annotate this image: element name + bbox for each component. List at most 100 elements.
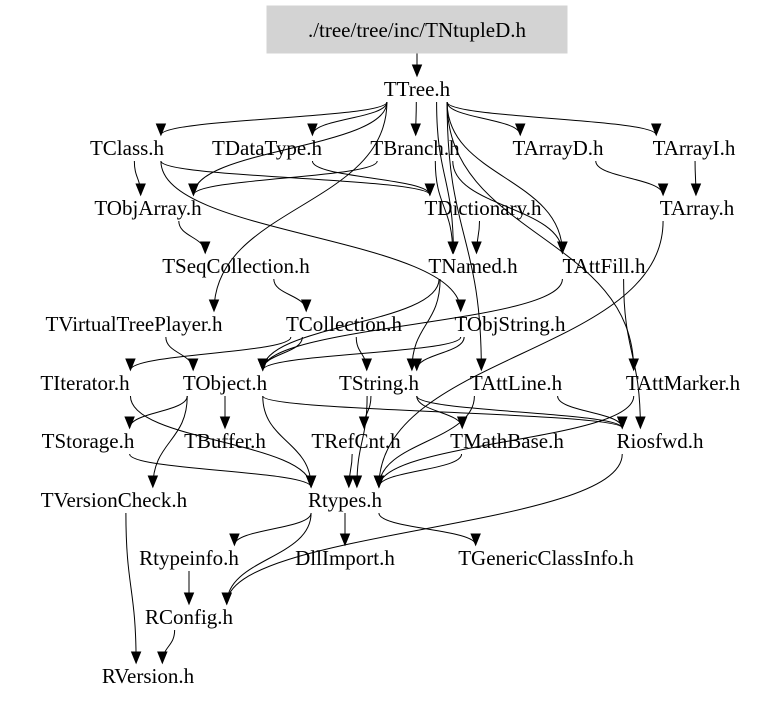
edge-tobjstring-to-tstring — [411, 336, 465, 372]
node-dllimport[interactable]: DllImport.h — [295, 546, 395, 570]
edge-tbranch-to-tnamed — [434, 160, 458, 255]
node-label: TNamed.h — [428, 254, 518, 278]
edge-line — [446, 101, 635, 371]
arrowhead-icon — [221, 592, 233, 606]
arrowhead-icon — [124, 416, 135, 430]
edge-line — [436, 101, 454, 254]
node-tbranch[interactable]: TBranch.h — [370, 136, 460, 160]
node-tarrayi[interactable]: TArrayI.h — [653, 136, 736, 160]
edge-line — [262, 336, 462, 371]
node-label: TObjString.h — [454, 312, 566, 336]
node-tcollection[interactable]: TCollection.h — [286, 312, 403, 336]
edge-tobjstring-to-tobject — [257, 336, 462, 372]
edge-line — [446, 101, 521, 136]
node-tdatatype[interactable]: TDataType.h — [212, 136, 322, 160]
arrowhead-icon — [135, 183, 146, 197]
edge-line — [192, 101, 388, 196]
nodes-layer: ./tree/tree/inc/TNtupleD.hTTree.hTClass.… — [40, 5, 741, 688]
node-label: TString.h — [339, 371, 419, 395]
arrowhead-icon — [219, 416, 231, 430]
node-rtypes[interactable]: Rtypes.h — [308, 488, 383, 512]
node-riosfwd[interactable]: Riosfwd.h — [617, 429, 704, 453]
node-label: RConfig.h — [145, 605, 234, 629]
edge-line — [311, 101, 388, 136]
node-trefcnt[interactable]: TRefCnt.h — [311, 429, 401, 453]
arrowhead-icon — [257, 358, 269, 372]
node-label: TGenericClassInfo.h — [458, 546, 634, 570]
edge-ttree-to-tarrayi — [446, 101, 662, 137]
edge-line — [213, 101, 388, 312]
edge-line — [378, 395, 475, 488]
edge-rtypes-to-tgenericclassinfo — [378, 512, 481, 547]
edge-line — [192, 160, 378, 196]
node-tclass[interactable]: TClass.h — [90, 136, 165, 160]
node-tarrayd[interactable]: TArrayD.h — [512, 136, 604, 160]
node-label: TVersionCheck.h — [41, 488, 188, 512]
edge-line — [378, 220, 664, 488]
edge-ttree-to-tclass — [155, 101, 388, 137]
edge-line — [125, 512, 137, 664]
node-tstring[interactable]: TString.h — [339, 371, 419, 395]
node-label: TAttMarker.h — [626, 371, 741, 395]
arrowhead-icon — [130, 651, 142, 665]
edge-line — [378, 512, 477, 546]
node-root[interactable]: ./tree/tree/inc/TNtupleD.h — [266, 5, 568, 54]
node-tobjstring[interactable]: TObjString.h — [454, 312, 566, 336]
node-tobjarray[interactable]: TObjArray.h — [94, 196, 202, 220]
arrowhead-icon — [514, 123, 526, 137]
node-tmathbase[interactable]: TMathBase.h — [450, 429, 564, 453]
node-label: TVirtualTreePlayer.h — [45, 312, 223, 336]
node-label: TClass.h — [90, 136, 165, 160]
edge-line — [623, 278, 641, 429]
node-tseqcollection[interactable]: TSeqCollection.h — [162, 254, 310, 278]
node-tversioncheck[interactable]: TVersionCheck.h — [41, 488, 188, 512]
arrowhead-icon — [125, 358, 136, 372]
node-tattline[interactable]: TAttLine.h — [470, 371, 563, 395]
node-tnamed[interactable]: TNamed.h — [428, 254, 518, 278]
edge-trefcnt-to-rtypes — [343, 453, 355, 489]
node-tobject[interactable]: TObject.h — [183, 371, 268, 395]
edge-tattfill-to-riosfwd — [623, 278, 646, 430]
node-rversion[interactable]: RVersion.h — [102, 664, 195, 688]
node-tattmarker[interactable]: TAttMarker.h — [626, 371, 741, 395]
node-tvirtualtreeplayer[interactable]: TVirtualTreePlayer.h — [45, 312, 223, 336]
node-rtypeinfo[interactable]: Rtypeinfo.h — [139, 546, 239, 570]
node-tbuffer[interactable]: TBuffer.h — [184, 429, 266, 453]
edge-tobject-to-tstorage — [124, 395, 188, 430]
edge-tclass-to-tobjarray — [133, 160, 146, 197]
node-tarray[interactable]: TArray.h — [660, 196, 735, 220]
node-tdictionary[interactable]: TDictionary.h — [424, 196, 542, 220]
node-label: Rtypeinfo.h — [139, 546, 239, 570]
edge-line — [416, 395, 623, 429]
node-label: TObject.h — [183, 371, 268, 395]
edge-ttree-to-tbranch — [410, 101, 421, 137]
node-label: TMathBase.h — [450, 429, 564, 453]
arrowhead-icon — [635, 416, 646, 430]
edge-tdatatype-to-tdictionary — [311, 160, 436, 197]
arrowhead-icon — [373, 475, 385, 489]
arrowhead-icon — [476, 358, 487, 372]
node-ttree[interactable]: TTree.h — [384, 77, 451, 101]
edge-line — [446, 101, 482, 371]
arrowhead-icon — [229, 533, 240, 547]
arrowhead-icon — [307, 123, 318, 137]
arrowhead-icon — [351, 475, 363, 489]
edge-line — [160, 160, 431, 196]
arrowhead-icon — [157, 651, 168, 665]
edge-line — [129, 453, 312, 488]
edge-rconfig-to-rversion — [157, 629, 176, 665]
node-titerator[interactable]: TIterator.h — [40, 371, 130, 395]
edge-tstorage-to-rtypes — [129, 453, 317, 489]
node-rconfig[interactable]: RConfig.h — [145, 605, 234, 629]
edge-tdictionary-to-tnamed — [471, 220, 482, 255]
arrowhead-icon — [187, 358, 199, 372]
node-tgenericclassinfo[interactable]: TGenericClassInfo.h — [458, 546, 634, 570]
node-tattfill[interactable]: TAttFill.h — [563, 254, 646, 278]
node-tstorage[interactable]: TStorage.h — [42, 429, 135, 453]
edge-tstring-to-trefcnt — [358, 395, 372, 430]
edge-line — [233, 512, 312, 546]
edge-tarrayi-to-tarray — [690, 160, 702, 197]
edge-line — [356, 395, 368, 488]
edge-ttree-to-tvirtualtreeplayer — [208, 101, 388, 313]
node-label: TDictionary.h — [424, 196, 542, 220]
